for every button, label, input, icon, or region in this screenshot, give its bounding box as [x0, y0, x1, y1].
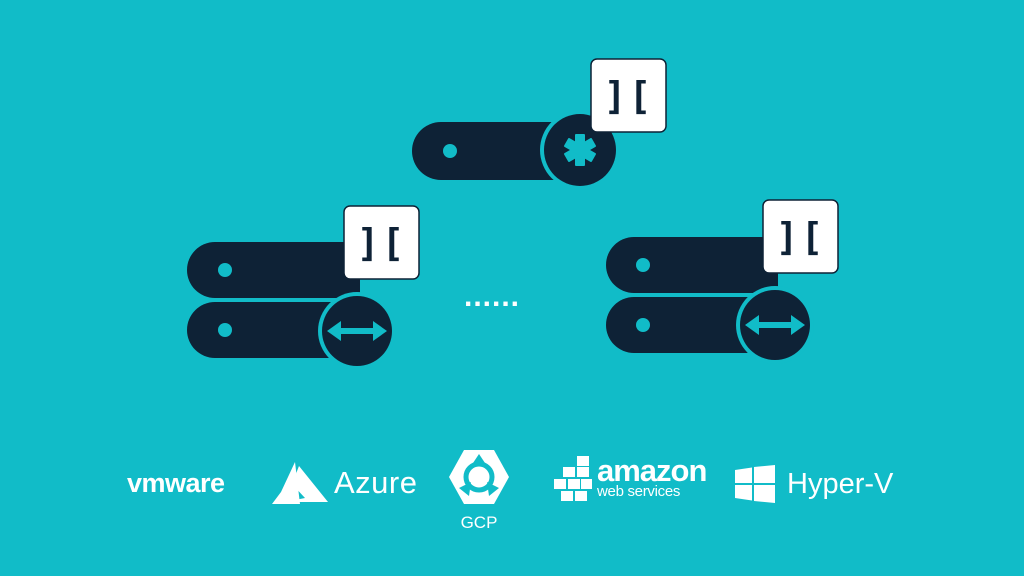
double-arrow-icon — [327, 321, 387, 341]
double-arrow-icon — [745, 315, 805, 335]
azure-icon — [272, 462, 328, 504]
server-led — [636, 258, 650, 272]
server-unit — [606, 297, 778, 353]
aws-logo: amazon web services — [553, 453, 707, 503]
azure-logo-text: Azure — [334, 465, 418, 500]
asterisk-icon — [564, 134, 596, 166]
vmware-logo: vmware — [127, 468, 225, 499]
server-unit — [187, 242, 360, 298]
node-badge: ][ — [343, 205, 420, 280]
badge-label: ][ — [604, 74, 654, 118]
node-badge: ][ — [590, 58, 667, 133]
hyperv-logo-text: Hyper-V — [787, 467, 894, 500]
aws-logo-main-text: amazon — [597, 453, 707, 488]
aws-wordmark: amazon web services — [597, 453, 707, 500]
server-led — [443, 144, 457, 158]
hyperv-logo: Hyper-V — [735, 465, 893, 503]
gcp-logo-text: GCP — [460, 513, 498, 532]
top-node: ][ — [412, 58, 667, 190]
azure-logo: Azure — [272, 462, 417, 504]
server-unit — [187, 302, 360, 358]
server-led — [636, 318, 650, 332]
server-led — [218, 263, 232, 277]
left-node: ][ — [187, 205, 420, 370]
right-node: ][ — [606, 199, 839, 364]
aws-logo-sub-text: web services — [597, 483, 681, 500]
server-unit — [606, 237, 778, 293]
node-icon-circle — [736, 286, 814, 364]
windows-icon — [735, 465, 775, 503]
badge-label: ][ — [776, 215, 826, 259]
node-badge: ][ — [762, 199, 839, 274]
gcp-logo: GCP — [447, 448, 511, 533]
aws-boxes-icon — [554, 456, 592, 501]
badge-label: ][ — [357, 221, 407, 265]
node-icon-circle — [318, 292, 396, 370]
server-led — [218, 323, 232, 337]
ellipsis: ...... — [464, 280, 520, 313]
gcp-hexagon-icon — [449, 450, 509, 504]
vmware-logo-text: vmware — [127, 468, 225, 498]
server-unit — [412, 122, 575, 180]
